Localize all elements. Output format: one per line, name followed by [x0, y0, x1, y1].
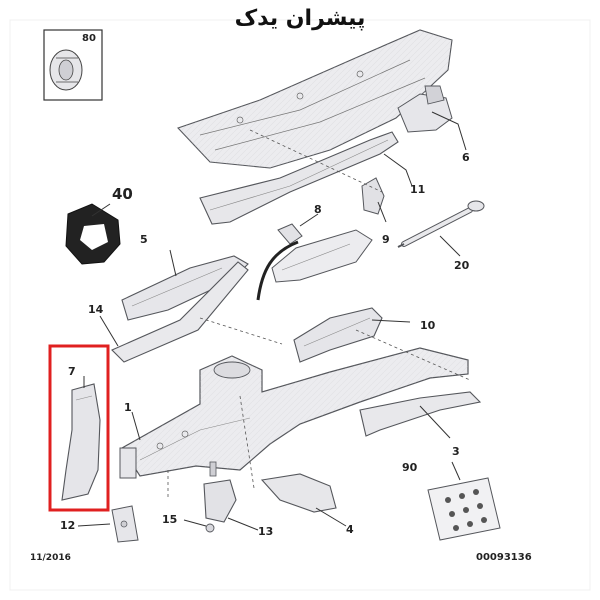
part-cross-member	[271, 229, 373, 283]
footer-code: 00093136	[476, 552, 532, 563]
part-bulkhead-panel	[177, 29, 453, 169]
label-40: 40	[112, 185, 133, 203]
part-11-upper-rail	[199, 131, 399, 225]
label-1: 1	[124, 401, 132, 414]
part-12-plate	[111, 505, 139, 543]
label-12: 12	[60, 519, 76, 532]
label-3: 3	[452, 445, 460, 458]
part-3-side-rail	[359, 391, 482, 437]
footer-date: 11/2016	[30, 553, 71, 563]
part-10-bracket	[293, 307, 383, 363]
label-11: 11	[410, 183, 426, 196]
part-wheel-arch-bracket	[256, 240, 299, 301]
part-4-liner	[260, 473, 337, 513]
part-9-bracket	[361, 177, 385, 215]
label-80: 80	[82, 33, 96, 44]
dashed-lines	[167, 129, 471, 500]
part-20-pin	[397, 200, 485, 248]
leader-lines	[77, 111, 467, 531]
label-5: 5	[140, 233, 148, 246]
label-90: 90	[402, 461, 418, 474]
label-8: 8	[314, 203, 322, 216]
label-14: 14	[88, 303, 104, 316]
label-4: 4	[346, 523, 354, 536]
page-title: پیشران یدک	[234, 6, 366, 31]
label-10: 10	[420, 319, 436, 332]
highlight-box	[48, 344, 110, 512]
part-14-lower-rail	[111, 261, 249, 363]
part-15-bolt	[205, 523, 215, 533]
part-6-mount	[397, 85, 453, 133]
part-13-mount	[203, 461, 237, 523]
part-90-hardware-set	[427, 477, 501, 541]
label-13: 13	[258, 525, 274, 538]
part-7-pillar	[61, 383, 101, 501]
inset-box-80	[43, 29, 103, 101]
label-9: 9	[382, 233, 390, 246]
label-15: 15	[162, 513, 178, 526]
label-7: 7	[68, 365, 76, 378]
label-6: 6	[462, 151, 470, 164]
drawing-area	[9, 19, 591, 591]
part-1-main-rail	[119, 347, 469, 479]
part-40-gasket	[65, 203, 121, 265]
label-20: 20	[454, 259, 470, 272]
part-8-gusset	[277, 223, 303, 245]
